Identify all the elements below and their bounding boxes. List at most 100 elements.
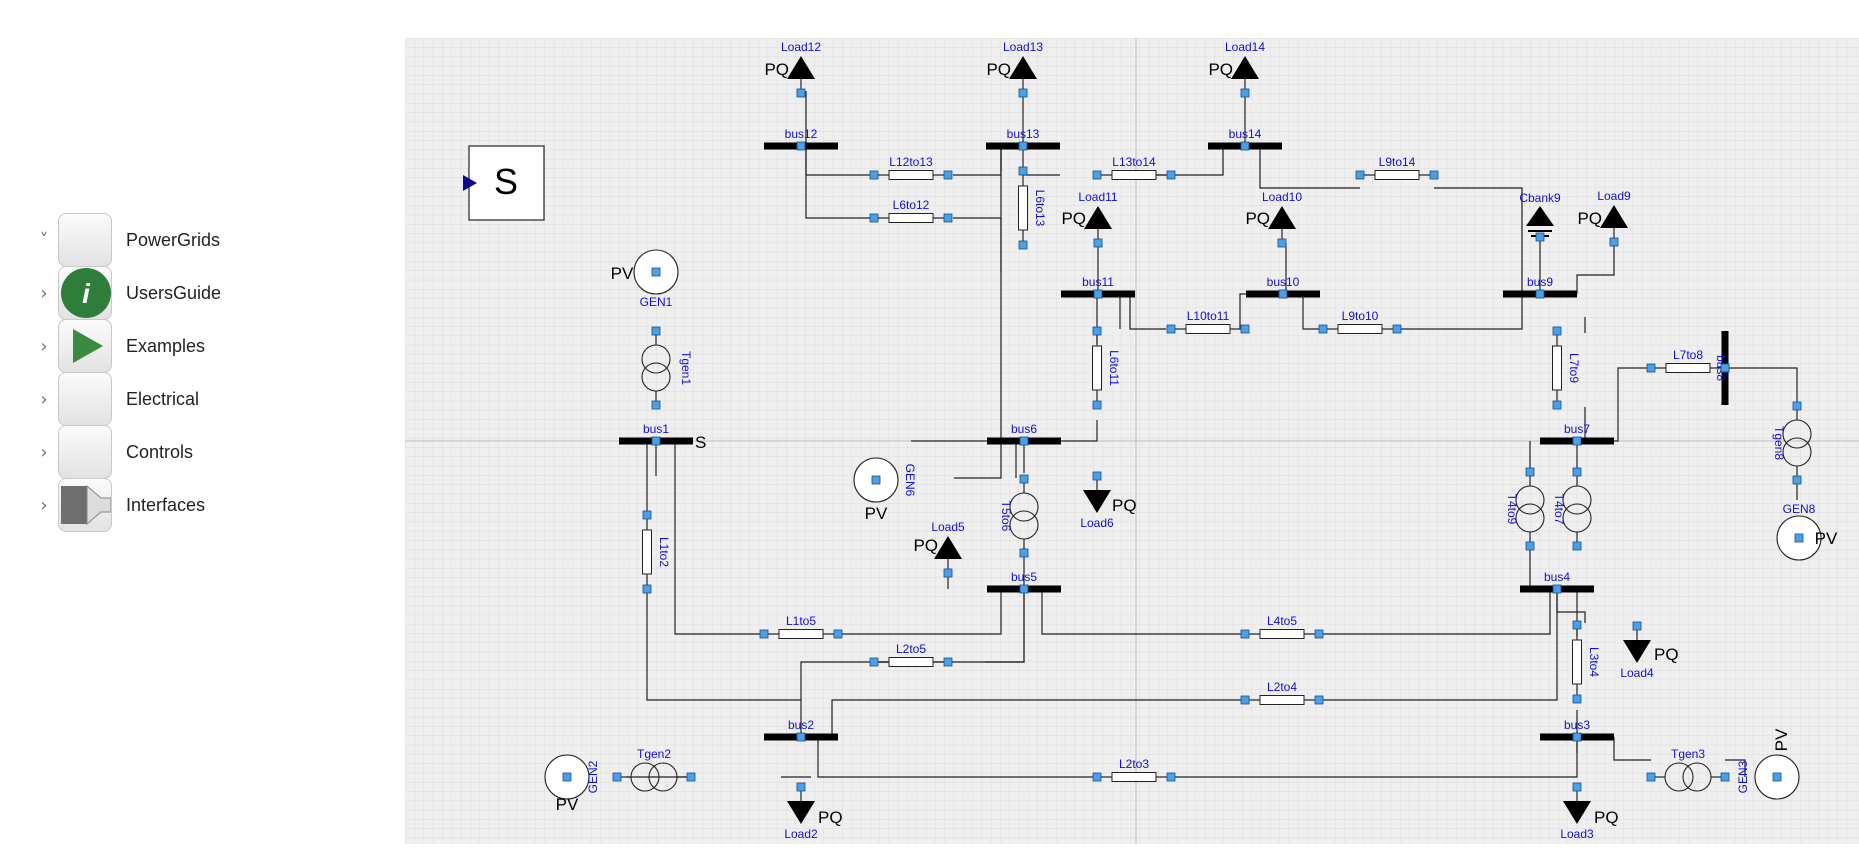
connector-port[interactable] (1535, 289, 1545, 299)
connector-port[interactable] (1552, 400, 1562, 410)
connector-port[interactable] (562, 772, 572, 782)
connector-port[interactable] (943, 170, 953, 180)
connector-port[interactable] (1019, 584, 1029, 594)
connector-port[interactable] (796, 782, 806, 792)
connector-port[interactable] (1572, 467, 1582, 477)
line-impedance[interactable] (1572, 639, 1582, 685)
line-impedance[interactable] (1259, 695, 1305, 705)
connector-port[interactable] (1240, 88, 1250, 98)
connector-port[interactable] (1018, 240, 1028, 250)
connector-port[interactable] (642, 584, 652, 594)
connector-port[interactable] (869, 213, 879, 223)
system-block-frame[interactable] (468, 145, 545, 221)
tree-item-examples[interactable]: › Examples (30, 318, 360, 374)
load-triangle-icon[interactable] (1083, 490, 1111, 513)
tree-item-electrical[interactable]: › Electrical (30, 371, 360, 427)
load-triangle-icon[interactable] (1600, 205, 1628, 228)
line-impedance[interactable] (888, 170, 934, 180)
connector-port[interactable] (1572, 732, 1582, 742)
line-impedance[interactable] (1111, 772, 1157, 782)
connector-port[interactable] (1572, 541, 1582, 551)
chevron-right-icon[interactable]: › (40, 441, 48, 463)
connector-port[interactable] (1572, 436, 1582, 446)
connector-port[interactable] (651, 267, 661, 277)
line-impedance[interactable] (1665, 363, 1711, 373)
connector-port[interactable] (796, 141, 806, 151)
connector-port[interactable] (1092, 400, 1102, 410)
connector-port[interactable] (1018, 88, 1028, 98)
connector-port[interactable] (651, 436, 661, 446)
connector-port[interactable] (796, 732, 806, 742)
transformer-T4to9[interactable] (1515, 472, 1545, 546)
line-impedance[interactable] (888, 657, 934, 667)
chevron-right-icon[interactable]: › (40, 388, 48, 410)
connector-port[interactable] (1240, 695, 1250, 705)
chevron-right-icon[interactable]: › (40, 335, 48, 357)
line-impedance[interactable] (1337, 324, 1383, 334)
connector-port[interactable] (1092, 471, 1102, 481)
connector-port[interactable] (1525, 541, 1535, 551)
connector-port[interactable] (1314, 695, 1324, 705)
connector-port[interactable] (612, 772, 622, 782)
load-triangle-icon[interactable] (787, 801, 815, 824)
connector-port[interactable] (1429, 170, 1439, 180)
load-triangle-icon[interactable] (934, 536, 962, 559)
connector-port[interactable] (1314, 629, 1324, 639)
connector-port[interactable] (871, 475, 881, 485)
connector-port[interactable] (1792, 401, 1802, 411)
connector-port[interactable] (1240, 324, 1250, 334)
connector-port[interactable] (1093, 289, 1103, 299)
load-triangle-icon[interactable] (1268, 206, 1296, 229)
connector-port[interactable] (1572, 782, 1582, 792)
connector-port[interactable] (1794, 533, 1804, 543)
connector-port[interactable] (1277, 238, 1287, 248)
line-impedance[interactable] (1374, 170, 1420, 180)
connector-port[interactable] (686, 772, 696, 782)
connector-port[interactable] (1525, 467, 1535, 477)
line-impedance[interactable] (1552, 345, 1562, 391)
connector-port[interactable] (1318, 324, 1328, 334)
line-impedance[interactable] (1185, 324, 1231, 334)
connector-port[interactable] (1092, 772, 1102, 782)
connector-port[interactable] (1772, 772, 1782, 782)
connector-port[interactable] (1018, 166, 1028, 176)
tree-item-powergrids[interactable]: ˅ PowerGrids (30, 212, 360, 268)
connector-port[interactable] (1632, 621, 1642, 631)
connector-port[interactable] (1019, 548, 1029, 558)
connector-port[interactable] (1792, 475, 1802, 485)
line-impedance[interactable] (1259, 629, 1305, 639)
connector-port[interactable] (1720, 772, 1730, 782)
connector-port[interactable] (1092, 326, 1102, 336)
tree-item-controls[interactable]: › Controls (30, 424, 360, 480)
connector-port[interactable] (869, 657, 879, 667)
line-impedance[interactable] (1092, 345, 1102, 391)
connector-port[interactable] (1166, 772, 1176, 782)
connector-port[interactable] (943, 568, 953, 578)
connector-port[interactable] (869, 170, 879, 180)
connector-port[interactable] (1093, 238, 1103, 248)
line-impedance[interactable] (1111, 170, 1157, 180)
connector-port[interactable] (1552, 584, 1562, 594)
load-triangle-icon[interactable] (1009, 56, 1037, 79)
system-block[interactable]: S (463, 145, 545, 221)
connector-port[interactable] (642, 510, 652, 520)
line-impedance[interactable] (888, 213, 934, 223)
connector-port[interactable] (943, 213, 953, 223)
connector-port[interactable] (651, 400, 661, 410)
chevron-down-icon[interactable]: ˅ (39, 229, 49, 251)
connector-port[interactable] (1646, 772, 1656, 782)
connector-port[interactable] (796, 88, 806, 98)
connector-port[interactable] (1166, 170, 1176, 180)
capacitor-bank-icon[interactable] (1526, 206, 1554, 226)
connector-port[interactable] (1355, 170, 1365, 180)
chevron-right-icon[interactable]: › (40, 494, 48, 516)
line-impedance[interactable] (642, 529, 652, 575)
chevron-right-icon[interactable]: › (40, 282, 48, 304)
diagram-canvas[interactable]: bus1bus2bus3bus4bus5bus6bus7bus8bus9bus1… (405, 38, 1859, 844)
tree-item-usersguide[interactable]: › i UsersGuide (30, 265, 360, 321)
connector-port[interactable] (1240, 629, 1250, 639)
load-triangle-icon[interactable] (1623, 640, 1651, 663)
connector-port[interactable] (1092, 170, 1102, 180)
connector-port[interactable] (1720, 363, 1730, 373)
line-impedance[interactable] (1018, 185, 1028, 231)
